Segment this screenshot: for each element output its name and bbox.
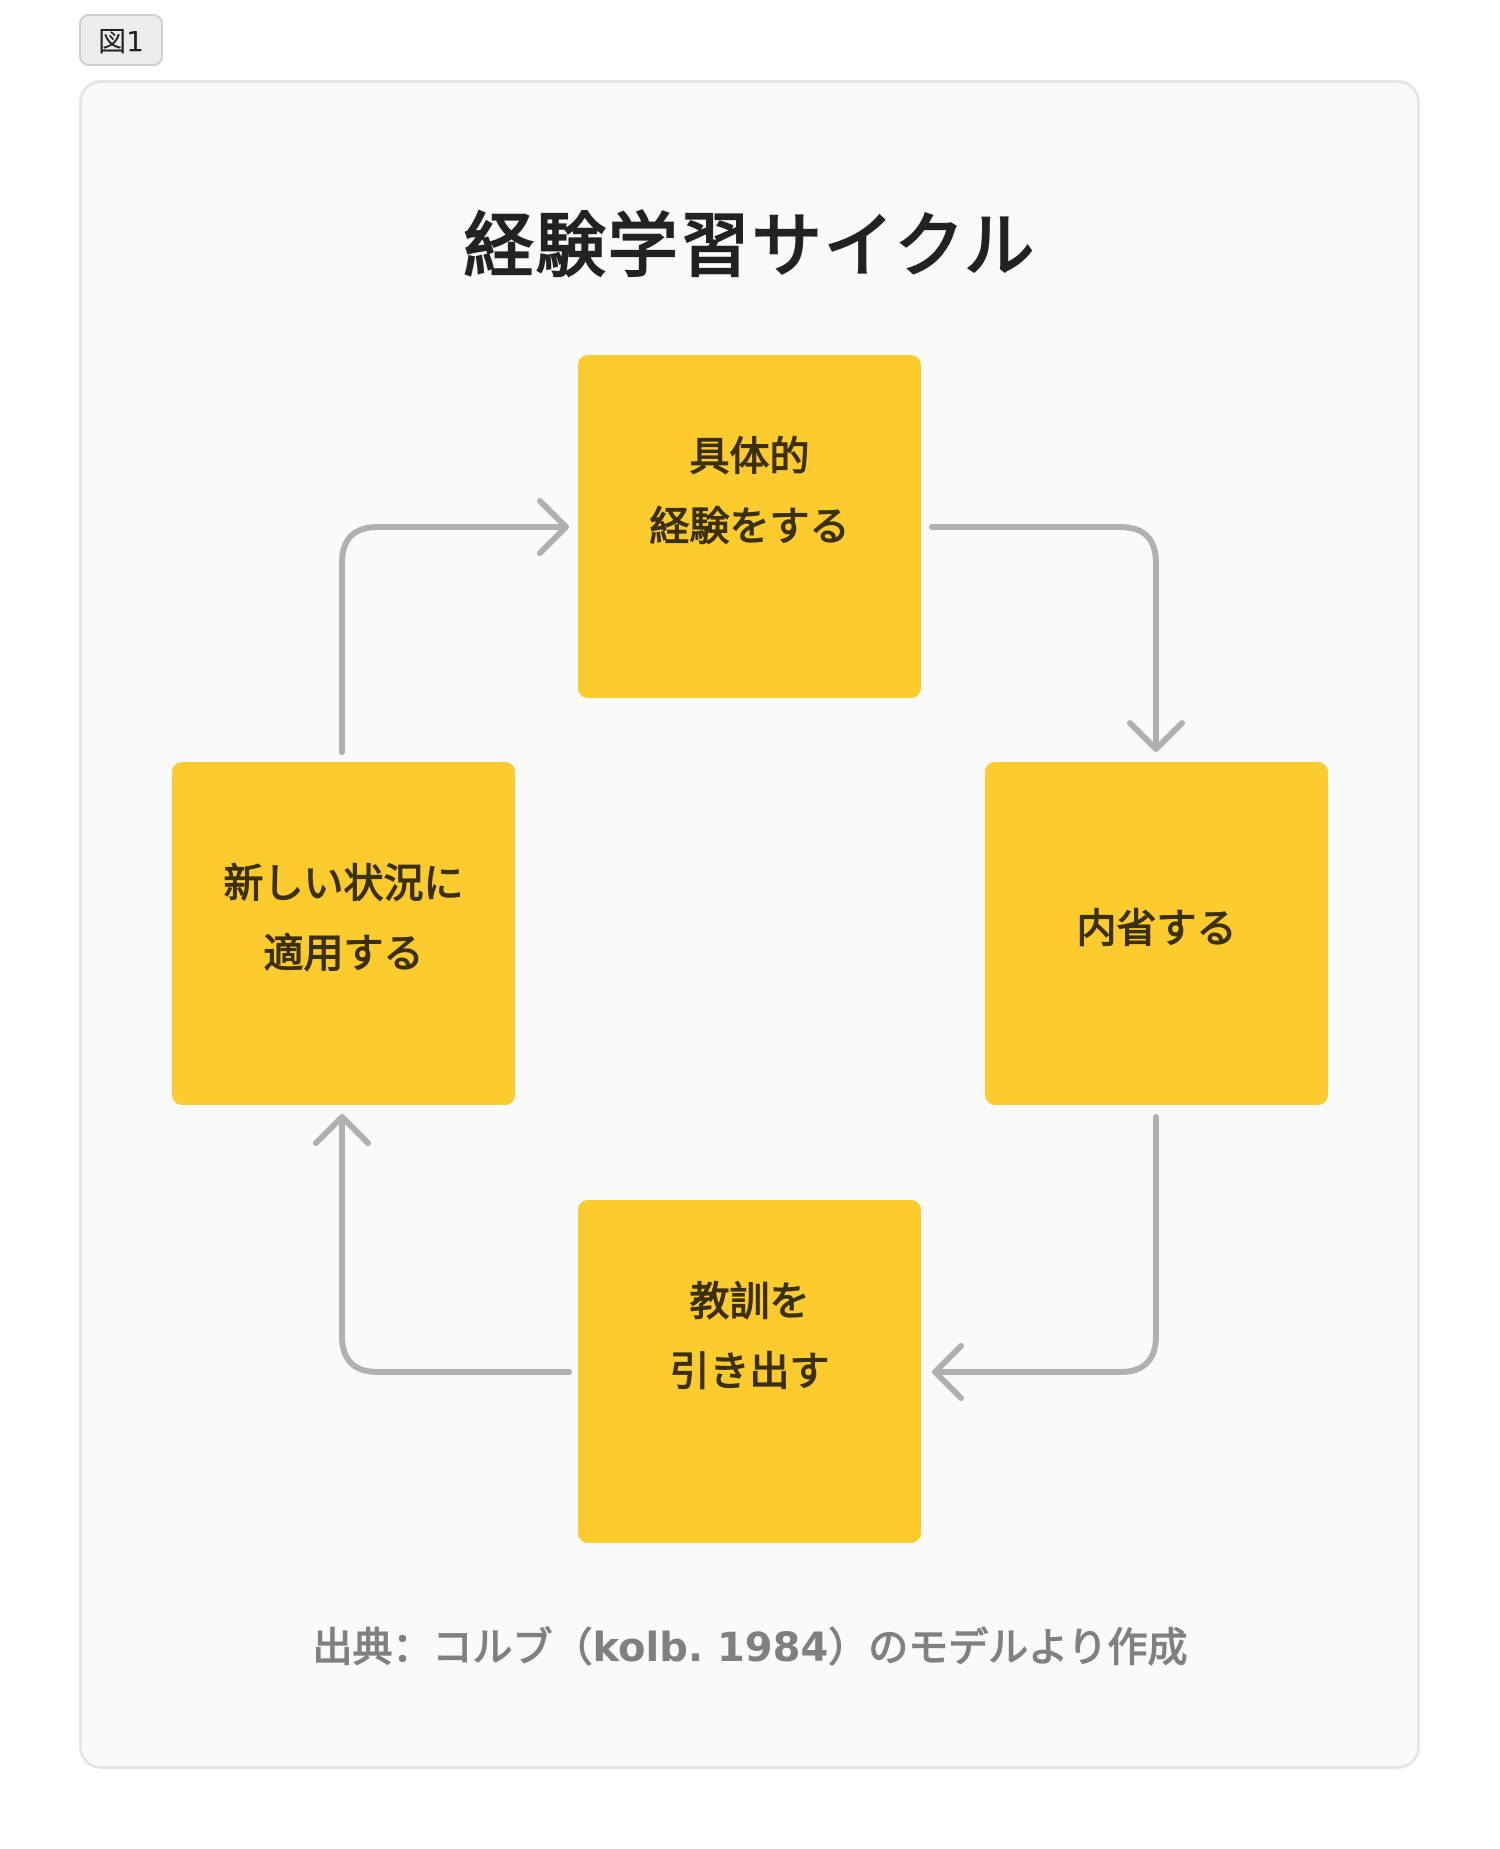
- arrow-right-to-bottom: [932, 1114, 1159, 1401]
- arrow-top-to-right: [929, 524, 1185, 752]
- arrow-bottom-to-left: [313, 1114, 572, 1375]
- step-text: 適用する: [263, 930, 424, 977]
- step-text: 引き出す: [669, 1348, 830, 1395]
- step-text: 新しい状況に: [223, 860, 464, 907]
- arrow-left-to-top: [339, 498, 569, 755]
- diagram-title: 経験学習サイクル: [463, 205, 1037, 287]
- step-conceptualization: 教訓を 引き出す: [578, 1200, 921, 1543]
- step-experimentation: 新しい状況に 適用する: [172, 762, 515, 1105]
- figure-label-badge: 図1: [79, 14, 163, 66]
- step-reflection: 内省する: [985, 762, 1328, 1105]
- step-text: 内省する: [1076, 905, 1237, 952]
- step-text: 具体的: [689, 433, 810, 480]
- source-caption: 出典：コルブ（kolb. 1984）のモデルより作成: [312, 1625, 1188, 1671]
- step-text: 経験をする: [649, 503, 850, 550]
- step-concrete-experience: 具体的 経験をする: [578, 355, 921, 698]
- step-text: 教訓を: [689, 1278, 810, 1325]
